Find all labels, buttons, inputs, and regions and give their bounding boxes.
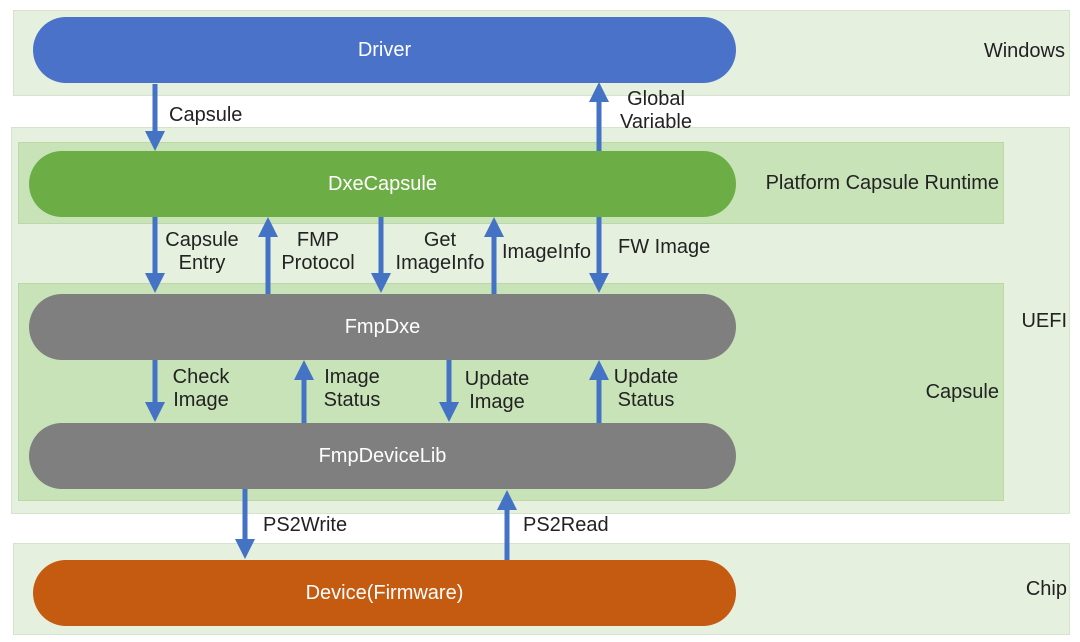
driver-node: Driver xyxy=(33,17,736,83)
device-firmware-node: Device(Firmware) xyxy=(33,560,736,626)
fmpdxe-node: FmpDxe xyxy=(29,294,736,360)
capsule-entry-edge-label: Capsule Entry xyxy=(165,229,239,274)
chip-label: Chip xyxy=(1025,578,1067,600)
dxecapsule-node: DxeCapsule xyxy=(29,151,736,217)
capsule-edge-label: Capsule xyxy=(169,104,243,126)
capsule-label: Capsule xyxy=(925,381,999,403)
fw-image-edge-label: FW Image xyxy=(618,236,711,258)
fmpdevicelib-node: FmpDeviceLib xyxy=(29,423,736,489)
update-image-edge-label: Update Image xyxy=(464,368,530,413)
global-variable-edge-label: Global Variable xyxy=(620,88,692,133)
update-status-edge-label: Update Status xyxy=(613,366,679,411)
uefi-label: UEFI xyxy=(1021,310,1067,332)
fmp-protocol-edge-label: FMP Protocol xyxy=(281,229,355,274)
windows-label: Windows xyxy=(983,40,1065,62)
ps2read-edge-label: PS2Read xyxy=(523,514,609,536)
check-image-edge-label: Check Image xyxy=(172,366,230,411)
image-status-edge-label: Image Status xyxy=(323,366,381,411)
platform-capsule-runtime-label: Platform Capsule Runtime xyxy=(765,172,999,194)
imageinfo-edge-label: ImageInfo xyxy=(502,241,591,263)
get-imageinfo-edge-label: Get ImageInfo xyxy=(395,229,485,274)
ps2write-edge-label: PS2Write xyxy=(263,514,348,536)
